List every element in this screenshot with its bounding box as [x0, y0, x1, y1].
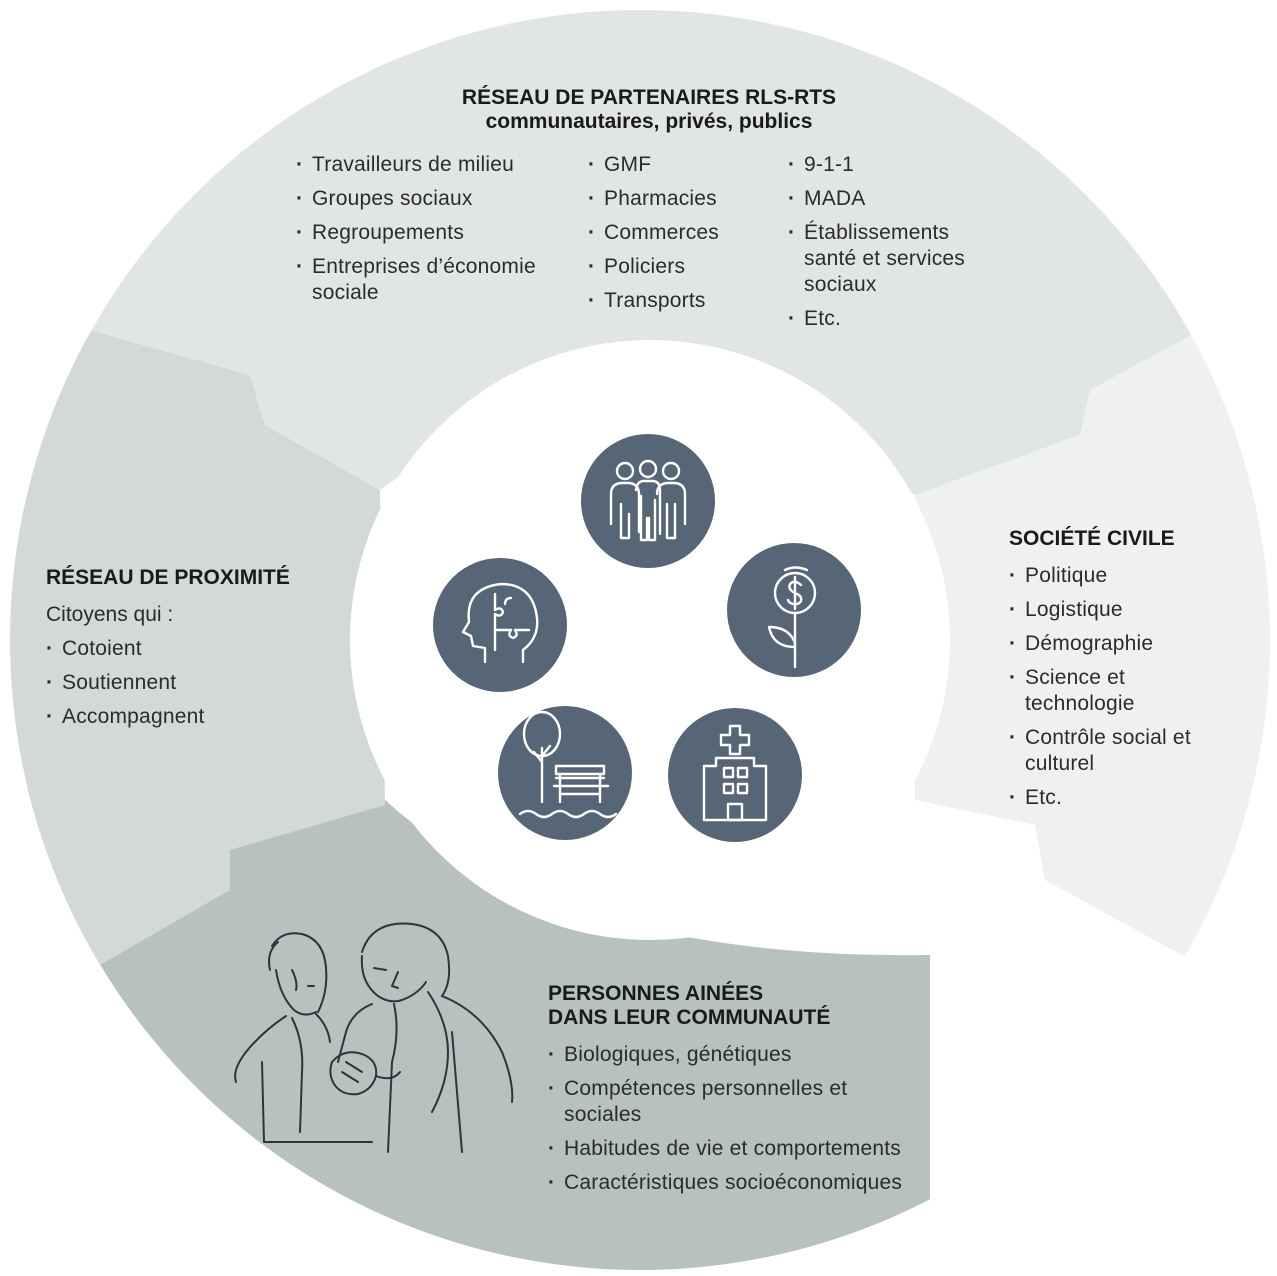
list-item: Politique: [1009, 563, 1239, 589]
civil-block: SOCIÉTÉ CIVILE PolitiqueLogistiqueDémogr…: [1009, 527, 1239, 819]
list-item: Travailleurs de milieu: [296, 152, 588, 178]
elders-block: PERSONNES AINÉES DANS LEUR COMMUNAUTÉ Bi…: [548, 982, 908, 1204]
list-item: Policiers: [588, 254, 788, 280]
list-item: Science et technologie: [1009, 665, 1239, 717]
list-item: Etc.: [1009, 785, 1239, 811]
elders-title: PERSONNES AINÉES: [548, 982, 764, 1005]
proximity-list: CotoientSoutiennentAccompagnent: [46, 636, 346, 730]
partners-list-col3: 9-1-1MADA Établissements santé et service…: [788, 152, 998, 340]
list-item: Habitudes de vie et comportements: [548, 1136, 908, 1162]
list-item: Commerces: [588, 220, 788, 246]
proximity-block: RÉSEAU DE PROXIMITÉ Citoyens qui : Cotoi…: [46, 566, 346, 738]
list-item: Entreprises d’économie sociale: [296, 254, 588, 306]
list-item: Caractéristiques socioéconomiques: [548, 1170, 908, 1196]
list-item: Biologiques, génétiques: [548, 1042, 908, 1068]
list-item: Compétences personnelles et sociales: [548, 1076, 908, 1128]
hospital-icon: [668, 708, 802, 842]
list-item: Contrôle social et culturel: [1009, 725, 1239, 777]
list-item: MADA: [788, 186, 998, 212]
proximity-title: RÉSEAU DE PROXIMITÉ: [46, 566, 290, 589]
elders-list: Biologiques, génétiquesCompétences perso…: [548, 1042, 908, 1196]
partners-list-col2: GMF PharmaciesCommercesPoliciersTransport…: [588, 152, 788, 340]
park-bench-icon: [498, 706, 632, 840]
list-item: Démographie: [1009, 631, 1239, 657]
elderly-couple-illustration: [234, 922, 514, 1153]
civil-list: PolitiqueLogistiqueDémographieScience et…: [1009, 563, 1239, 811]
list-item: Groupes sociaux: [296, 186, 588, 212]
money-flower-icon: [727, 543, 861, 677]
segment-partners: [10, 10, 1270, 495]
list-item: Accompagnent: [46, 704, 346, 730]
list-item: Pharmacies: [588, 186, 788, 212]
list-item: GMF: [588, 152, 788, 178]
list-item: Soutiennent: [46, 670, 346, 696]
list-item: Établissements santé et services sociaux: [788, 220, 998, 298]
list-item: Cotoient: [46, 636, 346, 662]
list-item: Regroupements: [296, 220, 588, 246]
list-item: Logistique: [1009, 597, 1239, 623]
list-item: Etc.: [788, 306, 998, 332]
civil-title: SOCIÉTÉ CIVILE: [1009, 527, 1175, 550]
partners-title: RÉSEAU DE PARTENAIRES RLS-RTS: [461, 86, 837, 109]
puzzle-head-icon: [433, 558, 567, 692]
list-item: 9-1-1: [788, 152, 998, 178]
partners-block: RÉSEAU DE PARTENAIRES RLS-RTS communauta…: [296, 86, 1016, 340]
people-group-icon: [581, 434, 715, 568]
proximity-intro: Citoyens qui :: [46, 603, 174, 626]
list-item: Transports: [588, 288, 788, 314]
partners-subtitle: communautaires, privés, publics: [485, 110, 813, 133]
partners-list-col1: Travailleurs de milieuGroupes sociauxReg…: [296, 152, 588, 340]
elders-subtitle: DANS LEUR COMMUNAUTÉ: [548, 1006, 831, 1029]
